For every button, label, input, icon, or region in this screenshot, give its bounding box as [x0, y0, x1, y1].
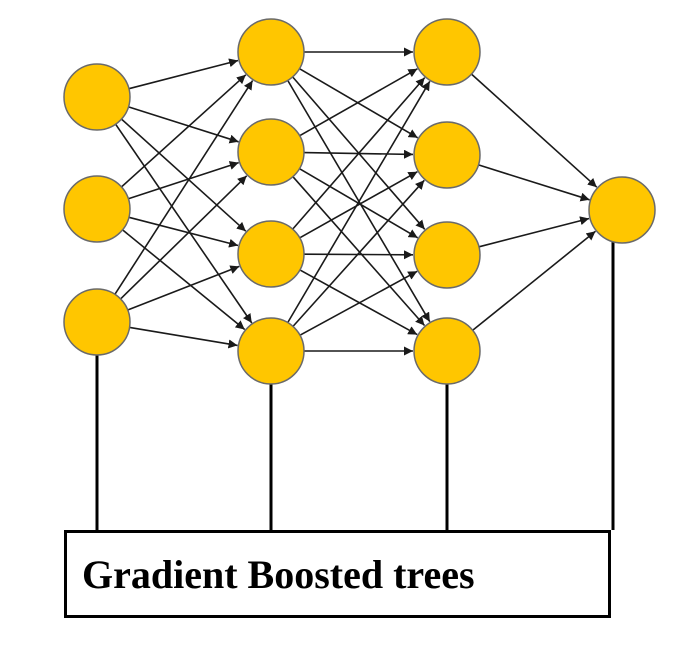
- edge-l1-3-to-1: [114, 80, 254, 295]
- node-layer1-2: [63, 175, 131, 243]
- edge-l1-3-to-2: [120, 175, 248, 300]
- node-layer3-4: [413, 317, 481, 385]
- node-layer2-3: [237, 220, 305, 288]
- edge-l2-3-to-1: [292, 77, 426, 230]
- edge-l1-2-to-2: [128, 161, 239, 200]
- edge-l3-1-to-1: [470, 73, 598, 188]
- label-box: Gradient Boosted trees: [64, 530, 611, 618]
- edge-l1-2-to-3: [128, 216, 239, 248]
- node-layer2-4: [237, 317, 305, 385]
- neural-network-diagram: [63, 18, 656, 530]
- edge-l1-2-to-1: [120, 74, 247, 188]
- edge-l2-3-to-4: [299, 269, 418, 336]
- edge-l2-4-to-3: [299, 270, 418, 336]
- edge-l1-1-to-2: [128, 106, 239, 144]
- node-layer3-2: [413, 121, 481, 189]
- node-layer4-1: [588, 176, 656, 244]
- node-layer2-2: [237, 118, 305, 186]
- edge-l3-3-to-1: [478, 216, 590, 248]
- edge-l3-4-to-1: [472, 230, 597, 331]
- edge-l2-1-to-2: [299, 68, 419, 139]
- edge-l2-2-to-4: [292, 176, 426, 327]
- network-nodes: [63, 18, 656, 385]
- node-layer1-3: [63, 288, 131, 356]
- node-layer3-3: [413, 221, 481, 289]
- edge-l1-3-to-4: [129, 326, 238, 349]
- node-layer3-1: [413, 18, 481, 86]
- edge-l2-3-to-2: [299, 171, 418, 239]
- connector-lines: [95, 240, 615, 530]
- network-edges: [114, 47, 598, 356]
- label-text: Gradient Boosted trees: [82, 552, 475, 597]
- edge-l2-4-to-1: [287, 80, 431, 324]
- edge-l2-2-to-1: [299, 68, 418, 137]
- node-layer2-1: [237, 18, 305, 86]
- edge-l1-2-to-4: [122, 229, 246, 331]
- node-layer1-1: [63, 63, 131, 131]
- edge-l1-1-to-3: [120, 118, 247, 232]
- edge-l1-1-to-4: [114, 123, 253, 324]
- edge-l1-3-to-3: [127, 265, 240, 311]
- edge-l1-1-to-1: [128, 58, 239, 90]
- edge-l2-4-to-2: [292, 179, 425, 327]
- edge-l3-2-to-1: [478, 164, 590, 202]
